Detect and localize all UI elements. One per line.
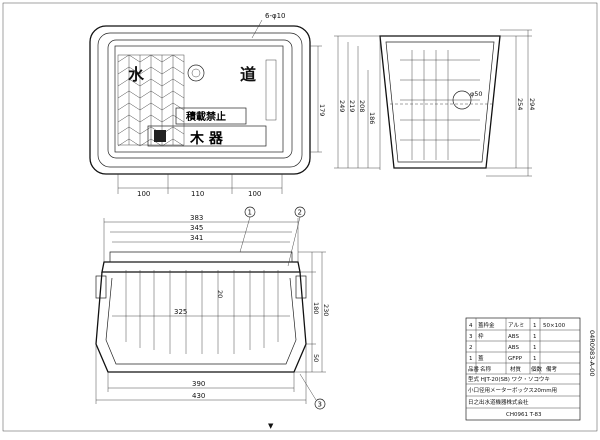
callout-2-label: 2 bbox=[298, 209, 302, 217]
hex-lattice bbox=[117, 54, 185, 147]
front-dim-right-1: 180 bbox=[312, 302, 320, 314]
front-dim-inner-2: 20 bbox=[216, 290, 224, 298]
side-dim-2: 219 bbox=[348, 100, 356, 112]
brand-logo-icon bbox=[154, 130, 166, 142]
part-row-1-no: 4 bbox=[469, 323, 473, 329]
pipe-hole bbox=[452, 90, 472, 110]
side-body-outline bbox=[379, 35, 501, 169]
part-row-1-qty: 1 bbox=[533, 323, 537, 329]
front-rim bbox=[101, 261, 301, 273]
cover-char-water: 水 bbox=[128, 65, 145, 84]
emblem-icon bbox=[187, 64, 205, 82]
header-material: 材質 bbox=[510, 365, 522, 373]
product-text: 小口径用メーターボックス20mm用 bbox=[468, 386, 557, 394]
part-row-3-qty: 1 bbox=[533, 345, 537, 351]
part-row-2-no: 3 bbox=[469, 334, 473, 340]
top-dim-bottom-2: 110 bbox=[191, 190, 204, 198]
side-view: φ50 249 219 208 186 254 294 bbox=[334, 29, 536, 177]
header-no: 品番 bbox=[468, 366, 480, 373]
part-row-3-no: 2 bbox=[469, 345, 473, 351]
part-row-4-name: 蓋 bbox=[478, 354, 484, 362]
part-row-2-material: ABS bbox=[508, 334, 519, 340]
front-dim-bottom-2: 430 bbox=[192, 392, 205, 400]
front-dim-top-1: 383 bbox=[190, 214, 203, 222]
front-dim-inner-1: 325 bbox=[174, 308, 187, 316]
part-row-3-material: ABS bbox=[508, 345, 519, 351]
side-dim-3: 208 bbox=[358, 100, 366, 112]
part-row-4-no: 1 bbox=[469, 356, 473, 362]
front-view: 383 345 341 325 20 390 430 180 230 50 bbox=[95, 206, 330, 410]
cover-plate bbox=[114, 45, 284, 153]
callout-3-label: 3 bbox=[318, 401, 322, 409]
top-outer-frame bbox=[89, 25, 311, 175]
part-row-2-qty: 1 bbox=[533, 334, 537, 340]
front-dim-bottom-1: 390 bbox=[192, 380, 205, 388]
warning-text: 積載禁止 bbox=[185, 110, 226, 123]
header-qty: 個数 bbox=[531, 365, 543, 373]
top-dim-bottom-3: 100 bbox=[248, 190, 261, 198]
part-row-1-note: 50×100 bbox=[543, 323, 566, 329]
top-dim-bottom-1: 100 bbox=[137, 190, 150, 198]
part-row-2-name: 枠 bbox=[478, 332, 484, 340]
header-name: 名称 bbox=[480, 365, 492, 373]
front-dim-top-3: 341 bbox=[190, 234, 203, 242]
top-dim-right: 179 bbox=[318, 104, 326, 116]
brand-plate bbox=[147, 125, 267, 147]
pipe-diameter: φ50 bbox=[470, 90, 483, 98]
side-dim-6: 294 bbox=[528, 98, 536, 110]
callout-1-label: 1 bbox=[248, 209, 252, 217]
company-text: 日之出水道機器株式会社 bbox=[468, 398, 529, 406]
top-view: 水 道 積載禁止 木 器 6-φ10 100 110 100 179 bbox=[89, 12, 326, 198]
title-block: 4 蓋枠金 アルミ 1 50×100 3 枠 ABS 1 2 ABS 1 1 蓋… bbox=[465, 317, 596, 421]
front-body-outline bbox=[95, 271, 307, 373]
front-dim-right-2: 230 bbox=[322, 304, 330, 316]
header-note: 備考 bbox=[546, 365, 558, 373]
part-row-4-qty: 1 bbox=[533, 356, 537, 362]
part-row-4-material: GFPP bbox=[508, 356, 523, 362]
drawing-number: 04R0983-A-00 bbox=[588, 330, 596, 376]
front-dim-top-2: 345 bbox=[190, 224, 203, 232]
part-row-1-material: アルミ bbox=[508, 322, 524, 329]
side-dim-5: 254 bbox=[516, 98, 524, 110]
hole-callout: 6-φ10 bbox=[265, 12, 286, 20]
side-dim-1: 249 bbox=[338, 100, 346, 112]
part-row-1-name: 蓋枠金 bbox=[478, 321, 495, 329]
callout-3 bbox=[314, 398, 326, 410]
warning-plate bbox=[175, 107, 247, 125]
front-dim-right-3: 50 bbox=[312, 354, 320, 362]
brand-text: 木 器 bbox=[189, 130, 224, 147]
model-text: 型式 HJT-20(SB) ワク・ソコウキ bbox=[468, 375, 550, 383]
side-dim-4: 186 bbox=[368, 112, 376, 124]
cover-char-road: 道 bbox=[240, 65, 256, 84]
small-code: CH0961 T-83 bbox=[506, 412, 542, 418]
footer-mark: ▼ bbox=[268, 422, 274, 430]
sheet-border bbox=[2, 2, 598, 432]
